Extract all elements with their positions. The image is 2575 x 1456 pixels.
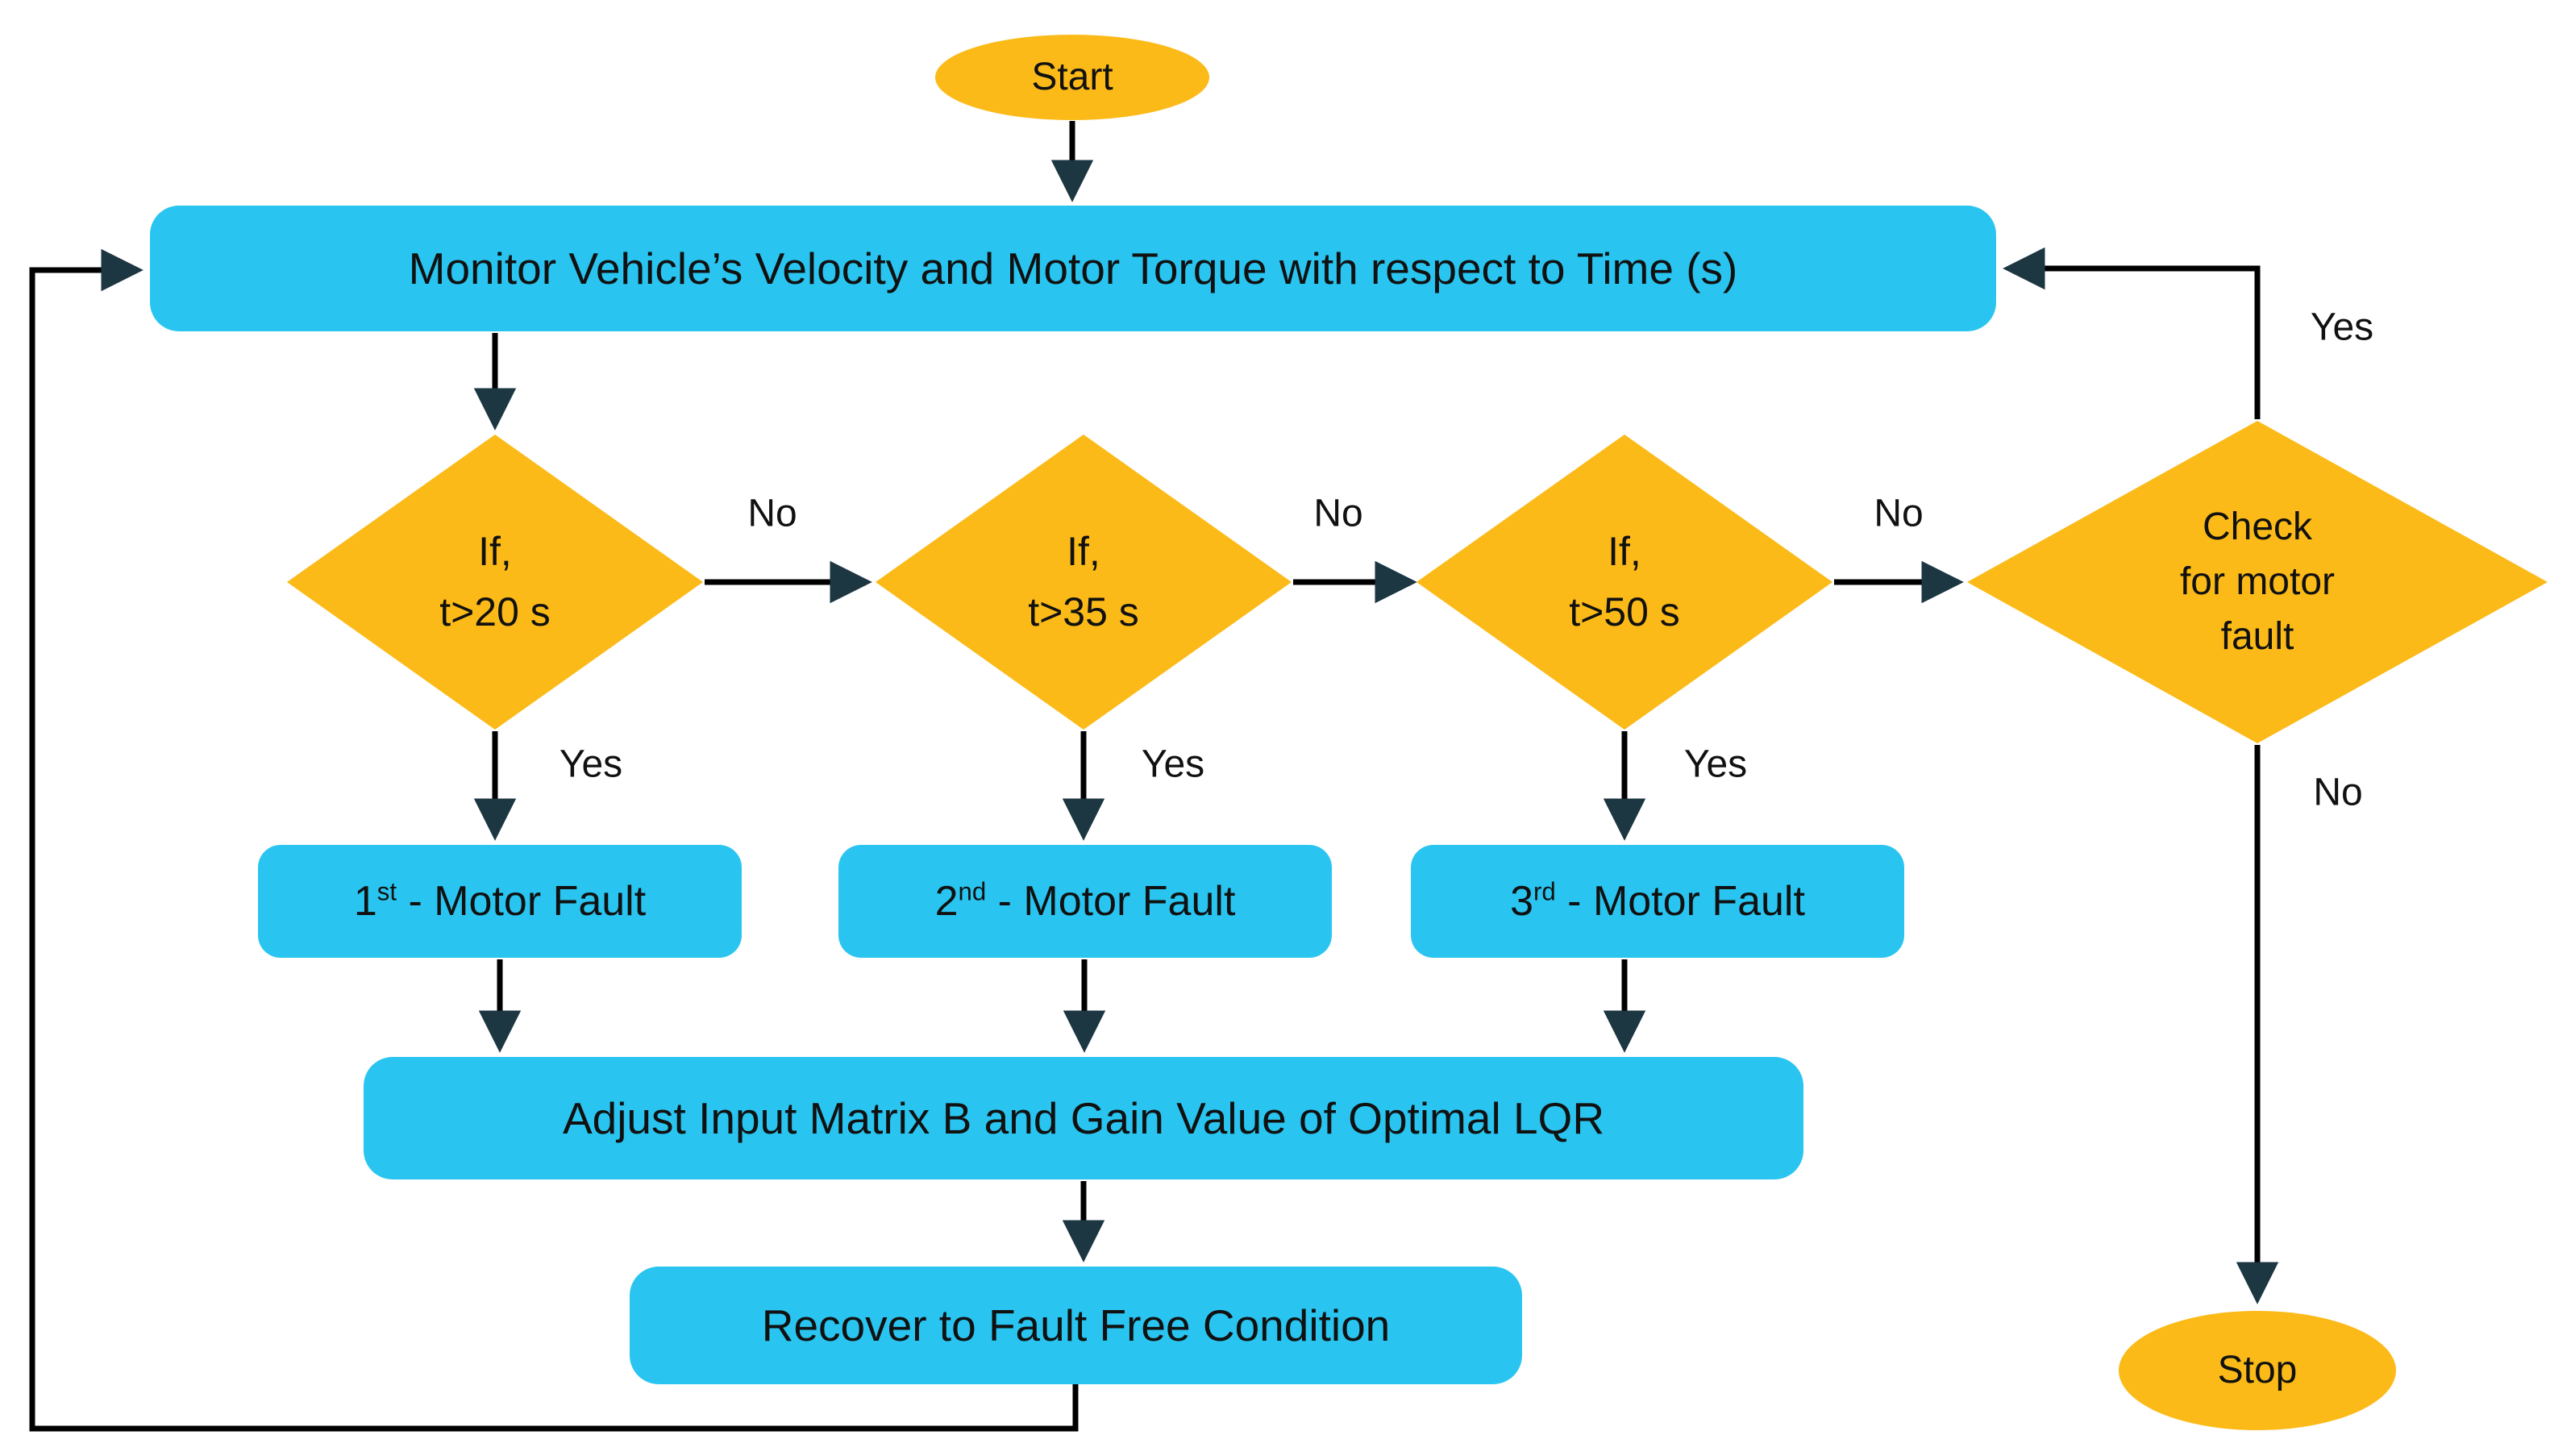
recover-label: Recover to Fault Free Condition [761, 1300, 1391, 1350]
decision2-line1: If, [1067, 529, 1100, 574]
fault3-label: 3rd - Motor Fault [1510, 877, 1805, 926]
edge-label-no-1: No [747, 492, 797, 535]
decision1-line1: If, [478, 529, 512, 574]
decision2-line2: t>35 s [1028, 589, 1139, 634]
decision1-line2: t>20 s [439, 589, 551, 634]
adjust-lqr-node: Adjust Input Matrix B and Gain Value of … [364, 1057, 1803, 1179]
edge-check-yes-to-monitor [2003, 247, 2261, 419]
monitor-process-label: Monitor Vehicle’s Velocity and Motor Tor… [408, 243, 1738, 293]
stop-label: Stop [2217, 1348, 2298, 1392]
edge-recover-feedback-to-monitor [29, 248, 1079, 1432]
decision3-line1: If, [1608, 529, 1641, 574]
decision3-line2: t>50 s [1569, 589, 1680, 634]
fault2-suffix: nd [958, 877, 987, 906]
check-line3: fault [2220, 615, 2294, 659]
fault3-ordinal: 3 [1510, 878, 1533, 925]
edge-label-yes-2: Yes [1141, 743, 1205, 786]
edge-label-no-2: No [1313, 492, 1363, 535]
start-node: Start [935, 35, 1209, 120]
recover-node: Recover to Fault Free Condition [630, 1267, 1522, 1384]
fault1-label: 1st - Motor Fault [354, 877, 646, 926]
check-motor-fault-label: Check for motor fault [2180, 500, 2335, 664]
edge-label-check-yes: Yes [2310, 306, 2374, 349]
check-line2: for motor [2179, 560, 2336, 603]
edge-label-check-no: No [2313, 771, 2363, 814]
fault3-rest: - Motor Fault [1555, 878, 1805, 925]
fault2-label: 2nd - Motor Fault [935, 877, 1236, 926]
edge-label-yes-1: Yes [559, 743, 623, 786]
decision1-label: If, t>20 s [439, 522, 551, 643]
monitor-process-node: Monitor Vehicle’s Velocity and Motor Tor… [150, 206, 1996, 331]
fault3-node: 3rd - Motor Fault [1411, 845, 1904, 958]
fault1-node: 1st - Motor Fault [258, 845, 742, 958]
decision2-label: If, t>35 s [1028, 522, 1139, 643]
fault2-node: 2nd - Motor Fault [838, 845, 1332, 958]
adjust-lqr-label: Adjust Input Matrix B and Gain Value of … [562, 1093, 1605, 1143]
fault1-rest: - Motor Fault [397, 878, 647, 925]
fault2-ordinal: 2 [934, 878, 959, 925]
start-label: Start [1031, 55, 1113, 98]
edge-label-no-3: No [1874, 492, 1924, 535]
check-line1: Check [2202, 505, 2313, 548]
fault3-suffix: rd [1533, 877, 1556, 906]
fault1-ordinal: 1 [353, 878, 377, 925]
fault1-suffix: st [376, 877, 397, 906]
decision3-label: If, t>50 s [1569, 522, 1680, 643]
stop-node: Stop [2119, 1311, 2396, 1430]
fault2-rest: - Motor Fault [986, 878, 1236, 925]
edge-label-yes-3: Yes [1683, 743, 1748, 786]
